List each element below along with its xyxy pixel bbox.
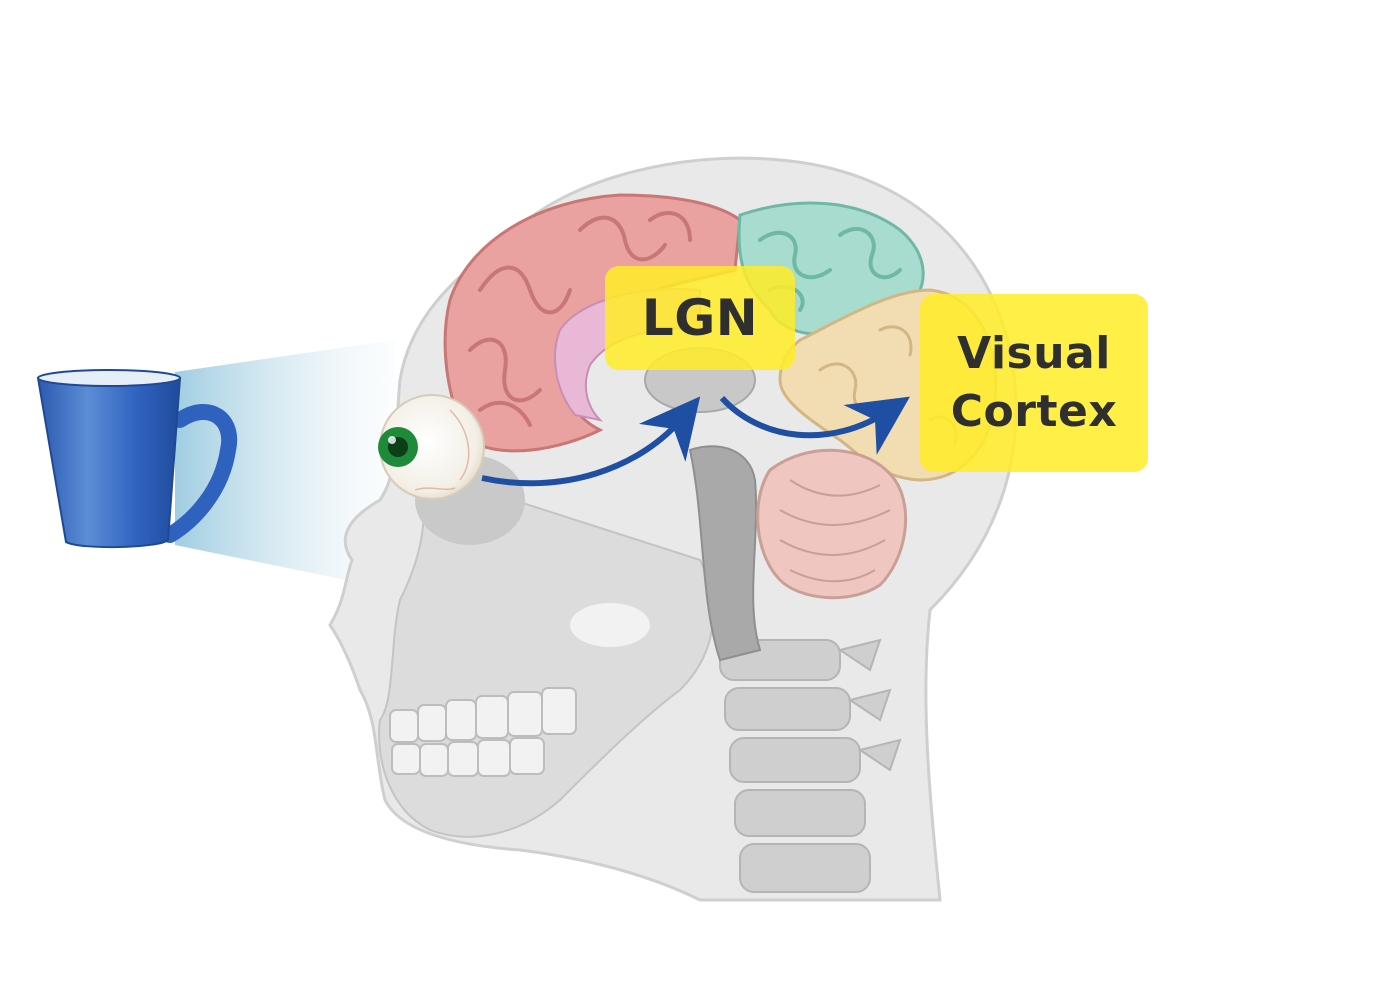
- light-beam: [175, 340, 395, 590]
- eye-icon: [378, 394, 485, 500]
- arrow-lgn-to-visual-cortex: [719, 395, 910, 455]
- cervical-spine: [719, 638, 902, 893]
- mug-icon: [36, 369, 238, 549]
- visual-cortex-label-line2: Cortex: [950, 386, 1118, 437]
- teeth: [389, 687, 577, 777]
- arrow-eye-to-lgn: [481, 396, 701, 487]
- visual-cortex-label: Visual Cortex: [920, 294, 1148, 472]
- brainstem: [688, 445, 762, 662]
- cerebellum-folia: [779, 479, 891, 583]
- lgn-label: LGN: [605, 266, 795, 370]
- visual-cortex-label-line1: Visual: [957, 328, 1111, 379]
- frontal-gyri: [468, 210, 692, 427]
- lgn-label-text: LGN: [641, 289, 759, 347]
- cheek-opening: [570, 603, 650, 647]
